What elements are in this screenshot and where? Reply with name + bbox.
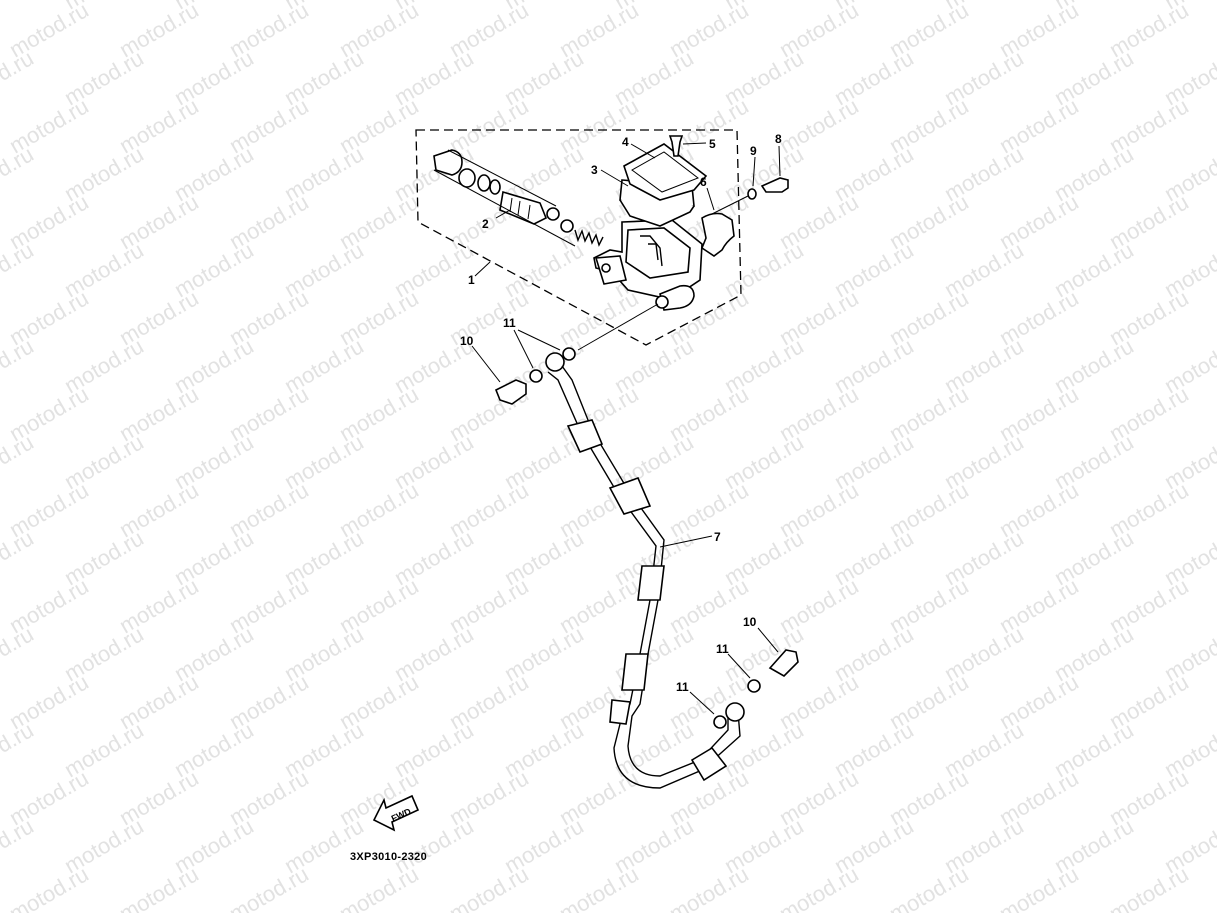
mount-bolt <box>760 177 789 193</box>
callout-1: 1 <box>468 273 475 287</box>
watermark-text: motod.ru <box>0 333 38 398</box>
watermark-text: motod.ru <box>0 813 38 878</box>
piston-cup-inner <box>560 219 574 233</box>
callout-11-lower-right: 11 <box>716 642 729 656</box>
piston-cup <box>546 207 560 221</box>
watermark-text: motod.ru <box>445 861 533 913</box>
washer-lower-a <box>747 679 761 693</box>
callout-10-lower: 10 <box>743 615 757 629</box>
seal-ring <box>477 174 491 192</box>
cap <box>623 143 708 201</box>
watermark-text: motod.ru <box>885 861 973 913</box>
watermark-text: motod.ru <box>0 141 38 206</box>
watermark-text: motod.ru <box>0 429 38 494</box>
brake-hose <box>545 352 745 789</box>
watermark-text: motod.ru <box>0 525 38 590</box>
seal-ring <box>458 168 476 188</box>
washer-lower-b <box>713 715 727 729</box>
watermark-text: motod.ru <box>0 45 38 110</box>
watermark-text: motod.ru <box>775 861 863 913</box>
master-cylinder-body <box>593 219 703 311</box>
watermark-text: motod.ru <box>0 237 38 302</box>
assembly-boundary <box>415 129 742 346</box>
washer-upper-a <box>529 369 543 383</box>
watermark-text: motod.ru <box>115 861 203 913</box>
callout-2: 2 <box>482 217 489 231</box>
washer-upper-b <box>562 347 576 361</box>
union-bolt-upper <box>494 379 527 405</box>
callout-11-upper: 11 <box>503 316 516 330</box>
leader-lines <box>471 142 781 715</box>
callout-5: 5 <box>709 137 716 151</box>
mount-washer <box>747 188 757 200</box>
watermark-text: motod.ru <box>335 861 423 913</box>
return-spring <box>574 228 604 247</box>
watermark-text: motod.ru <box>0 717 38 782</box>
callout-3: 3 <box>591 163 598 177</box>
watermark-text: motod.ru <box>1105 861 1193 913</box>
reservoir-cap <box>619 135 708 227</box>
watermark-text: motod.ru <box>995 861 1083 913</box>
callout-9: 9 <box>750 144 757 158</box>
watermark-text: motod.ru <box>0 621 38 686</box>
callout-7: 7 <box>714 530 721 544</box>
callout-10-upper: 10 <box>460 334 474 348</box>
watermark-text: motod.ru <box>5 861 93 913</box>
holder <box>701 212 735 257</box>
dust-boot <box>433 149 463 176</box>
watermark-text: motod.ru <box>555 861 643 913</box>
watermark-text: motod.ru <box>0 0 38 14</box>
watermark-text: motod.ru <box>225 861 313 913</box>
callout-11-lower-left: 11 <box>676 680 689 694</box>
watermark-text: motod.ru <box>665 861 753 913</box>
callout-6: 6 <box>700 175 707 189</box>
callout-4: 4 <box>622 135 629 149</box>
diagram-code: 3XP3010-2320 <box>350 851 427 863</box>
callout-8: 8 <box>775 132 782 146</box>
seal-ring <box>489 179 501 195</box>
union-bolt-lower <box>768 649 799 677</box>
cap-screw <box>668 135 684 157</box>
piston-kit <box>433 149 604 247</box>
